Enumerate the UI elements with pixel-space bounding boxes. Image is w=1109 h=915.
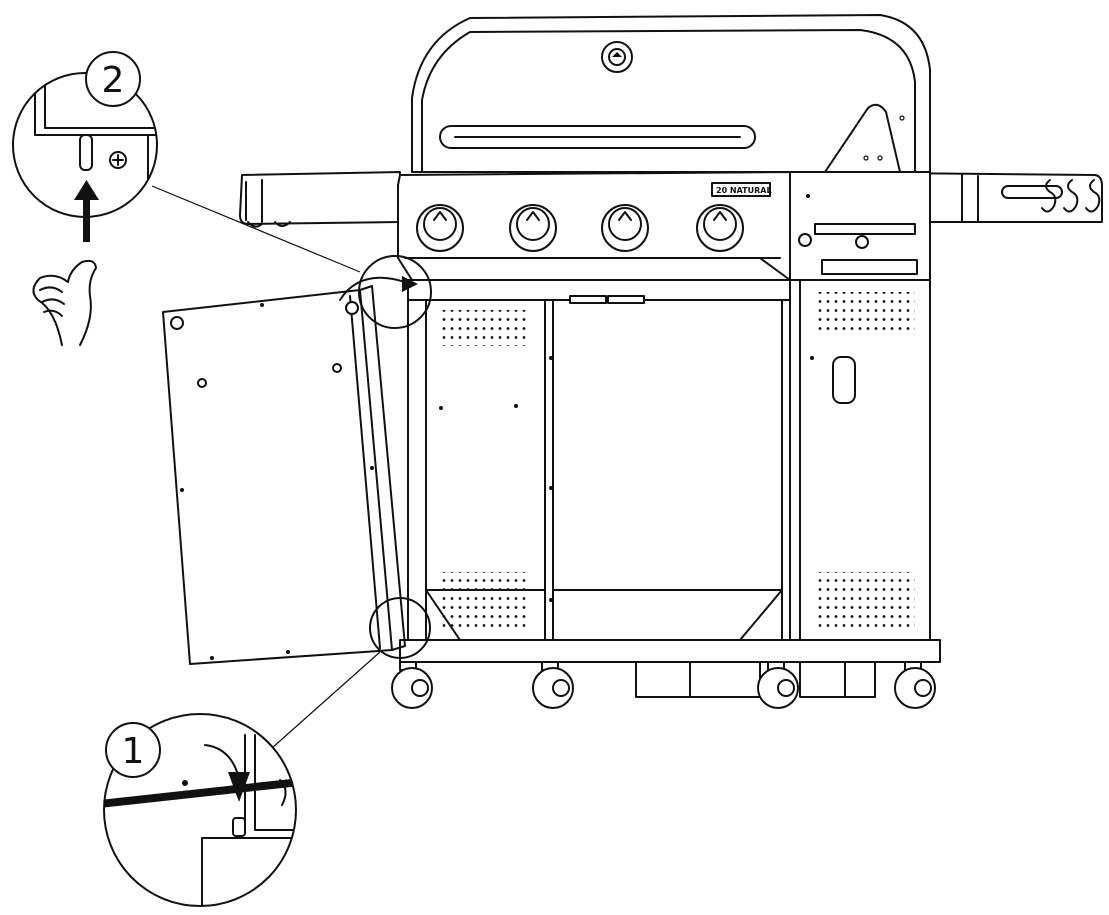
leader-line-2 [151,185,361,273]
caster-wheel-4 [894,661,936,709]
thumb-push-icon [32,259,97,346]
brand-plate [711,182,771,197]
grill: 20 NATURAL [239,14,1103,709]
grill-lid [411,14,931,173]
towel-bar [1001,185,1063,199]
left-side-shelf [239,171,401,228]
caster-wheel-3 [757,661,799,709]
detail-markers [151,185,432,749]
hinge-pin-top [79,134,93,171]
detail-bottom-hinge: 1 [103,713,297,907]
bottom-hinge-ring [369,597,431,659]
detail-top-hinge: 2 [12,51,158,346]
hinge-pin-bottom [232,817,246,837]
step-number-2: 2 [102,60,125,101]
leader-line-1 [271,651,381,749]
caster-wheel-2 [532,661,574,709]
burner-knob-4 [696,204,744,252]
side-burner-housing [789,171,931,281]
door-handle [832,356,856,404]
brand-label: 20 NATURAL [716,186,772,195]
caster-wheel-1 [391,661,433,709]
control-panel: 20 NATURAL [397,171,791,281]
top-hinge-ring [358,255,432,329]
cart-base [391,639,941,709]
burner-knob-2 [509,204,557,252]
push-up-arrow-icon [74,180,99,242]
burner-knob-3 [601,204,649,252]
s-hooks [1041,179,1101,213]
cabinet-door [162,285,406,665]
step-number-1: 1 [122,731,145,772]
push-down-arrow-icon [228,772,250,802]
cart-cabinet [407,279,931,663]
burner-knob-1 [416,204,464,252]
